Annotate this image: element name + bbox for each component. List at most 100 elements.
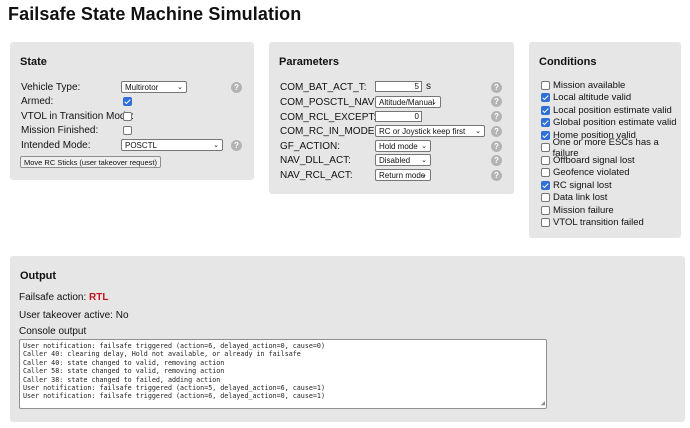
condition-label: Home position valid <box>553 129 636 141</box>
condition-checkbox[interactable] <box>541 193 550 202</box>
rcl-except-label: COM_RCL_EXCEPT: <box>280 111 377 123</box>
condition-checkbox[interactable] <box>541 118 550 127</box>
parameters-heading: Parameters <box>279 56 339 68</box>
condition-label: Local altitude valid <box>553 92 632 103</box>
bat-act-t-label: COM_BAT_ACT_T: <box>280 81 367 93</box>
armed-row: Armed: <box>21 94 53 108</box>
condition-checkbox[interactable] <box>541 80 550 90</box>
condition-checkbox[interactable] <box>541 180 550 190</box>
condition-item[interactable]: Local position estimate valid <box>541 104 672 116</box>
failsafe-action-value: RTL <box>89 292 109 303</box>
help-icon[interactable]: ? <box>491 155 502 166</box>
move-rc-sticks-button[interactable]: Move RC Sticks (user takeover request) <box>20 156 161 168</box>
condition-item[interactable]: Mission available <box>541 79 625 91</box>
gf-action-select[interactable]: Hold mode ⌄ <box>375 140 431 152</box>
posctl-navl-value: Altitude/Manual <box>379 98 435 107</box>
nav-rcl-act-select[interactable]: Return mode ⌄ <box>375 169 431 181</box>
condition-item[interactable]: RC signal lost <box>541 179 612 191</box>
rc-in-mode-label: COM_RC_IN_MODE: <box>280 125 378 137</box>
posctl-navl-select[interactable]: Altitude/Manual ⌄ <box>375 96 441 108</box>
rc-in-mode-row: COM_RC_IN_MODE: <box>280 124 377 138</box>
output-panel: Output Failsafe action: RTL User takeove… <box>10 256 685 422</box>
rc-in-mode-value: RC or Joystick keep first <box>379 127 466 136</box>
conditions-heading: Conditions <box>539 56 597 68</box>
condition-item[interactable]: Home position valid <box>541 129 636 141</box>
bat-act-t-unit: s <box>426 81 431 92</box>
resize-grip-icon[interactable]: ◢ <box>540 398 545 407</box>
console-text: User notification: failsafe triggered (a… <box>23 342 325 401</box>
condition-label: Mission failure <box>553 204 614 216</box>
console-output-textarea[interactable]: User notification: failsafe triggered (a… <box>19 339 547 409</box>
condition-label: Offboard signal lost <box>553 154 635 166</box>
parameters-panel: Parameters COM_BAT_ACT_T: 5 s ? COM_POSC… <box>269 42 514 194</box>
condition-label: Data link lost <box>553 192 608 203</box>
gf-action-label: GF_ACTION: <box>280 140 341 152</box>
console-output-label: Console output <box>19 326 87 337</box>
vehicle-type-select[interactable]: Multirotor ⌄ <box>121 81 187 93</box>
gf-action-row: GF_ACTION: <box>280 139 340 153</box>
condition-checkbox[interactable] <box>541 205 550 215</box>
mission-finished-checkbox[interactable] <box>123 126 132 135</box>
help-icon[interactable]: ? <box>491 96 502 107</box>
user-takeover-line: User takeover active: No <box>19 310 129 321</box>
condition-item[interactable]: Offboard signal lost <box>541 154 635 166</box>
condition-item[interactable]: VTOL transition failed <box>541 217 644 229</box>
intended-mode-select[interactable]: POSCTL ⌄ <box>121 139 223 151</box>
state-heading: State <box>20 56 47 68</box>
help-icon[interactable]: ? <box>491 82 502 93</box>
chevron-down-icon: ⌄ <box>475 128 481 135</box>
nav-rcl-act-label: NAV_RCL_ACT: <box>280 169 353 181</box>
condition-label: Local position estimate valid <box>553 104 672 116</box>
chevron-down-icon: ⌄ <box>213 142 219 149</box>
condition-checkbox[interactable] <box>541 105 550 115</box>
output-heading: Output <box>20 270 57 282</box>
condition-checkbox[interactable] <box>541 143 550 152</box>
help-icon[interactable]: ? <box>491 111 502 122</box>
rcl-except-row: COM_RCL_EXCEPT: <box>280 110 376 124</box>
condition-label: Mission available <box>553 79 626 91</box>
chevron-down-icon: ⌄ <box>177 84 183 91</box>
posctl-navl-row: COM_POSCTL_NAVL: <box>280 95 383 109</box>
nav-dll-act-row: NAV_DLL_ACT: <box>280 153 351 167</box>
condition-label: Geofence violated <box>553 167 630 178</box>
mission-finished-row: Mission Finished: <box>21 123 98 137</box>
condition-item[interactable]: One or more ESCs has a failure <box>541 137 681 159</box>
help-icon[interactable]: ? <box>491 126 502 137</box>
condition-item[interactable]: Mission failure <box>541 204 614 216</box>
condition-checkbox[interactable] <box>541 155 550 165</box>
page-title: Failsafe State Machine Simulation <box>8 4 302 24</box>
chevron-down-icon: ⌄ <box>421 143 427 150</box>
nav-dll-act-select[interactable]: Disabled ⌄ <box>375 154 431 166</box>
vehicle-type-label: Vehicle Type: <box>21 81 81 93</box>
nav-dll-act-label: NAV_DLL_ACT: <box>280 154 351 166</box>
chevron-down-icon: ⌄ <box>421 172 427 179</box>
condition-checkbox[interactable] <box>541 218 550 227</box>
rcl-except-input[interactable]: 0 <box>375 111 422 122</box>
bat-act-t-row: COM_BAT_ACT_T: <box>280 80 367 94</box>
condition-checkbox[interactable] <box>541 168 550 177</box>
chevron-down-icon: ⌄ <box>421 157 427 164</box>
help-icon[interactable]: ? <box>231 140 242 151</box>
rc-in-mode-select[interactable]: RC or Joystick keep first ⌄ <box>375 125 485 137</box>
condition-label: RC signal lost <box>553 179 612 191</box>
intended-mode-value: POSCTL <box>125 141 158 150</box>
help-icon[interactable]: ? <box>491 141 502 152</box>
condition-item[interactable]: Local altitude valid <box>541 92 631 104</box>
chevron-down-icon: ⌄ <box>431 99 437 106</box>
condition-item[interactable]: Geofence violated <box>541 167 630 179</box>
failsafe-action-line: Failsafe action: RTL <box>19 292 109 303</box>
condition-checkbox[interactable] <box>541 130 550 140</box>
armed-label: Armed: <box>21 95 54 107</box>
condition-checkbox[interactable] <box>541 93 550 102</box>
armed-checkbox[interactable] <box>123 97 132 106</box>
vtol-label: VTOL in Transition Mode: <box>21 110 134 122</box>
nav-dll-act-value: Disabled <box>379 156 411 165</box>
help-icon[interactable]: ? <box>491 170 502 181</box>
condition-item[interactable]: Global position estimate valid <box>541 117 677 129</box>
vtol-checkbox[interactable] <box>123 112 132 121</box>
user-takeover-label: User takeover active: <box>19 310 113 321</box>
bat-act-t-input[interactable]: 5 <box>375 81 422 92</box>
condition-item[interactable]: Data link lost <box>541 192 607 204</box>
nav-rcl-act-row: NAV_RCL_ACT: <box>280 168 353 182</box>
help-icon[interactable]: ? <box>231 82 242 93</box>
